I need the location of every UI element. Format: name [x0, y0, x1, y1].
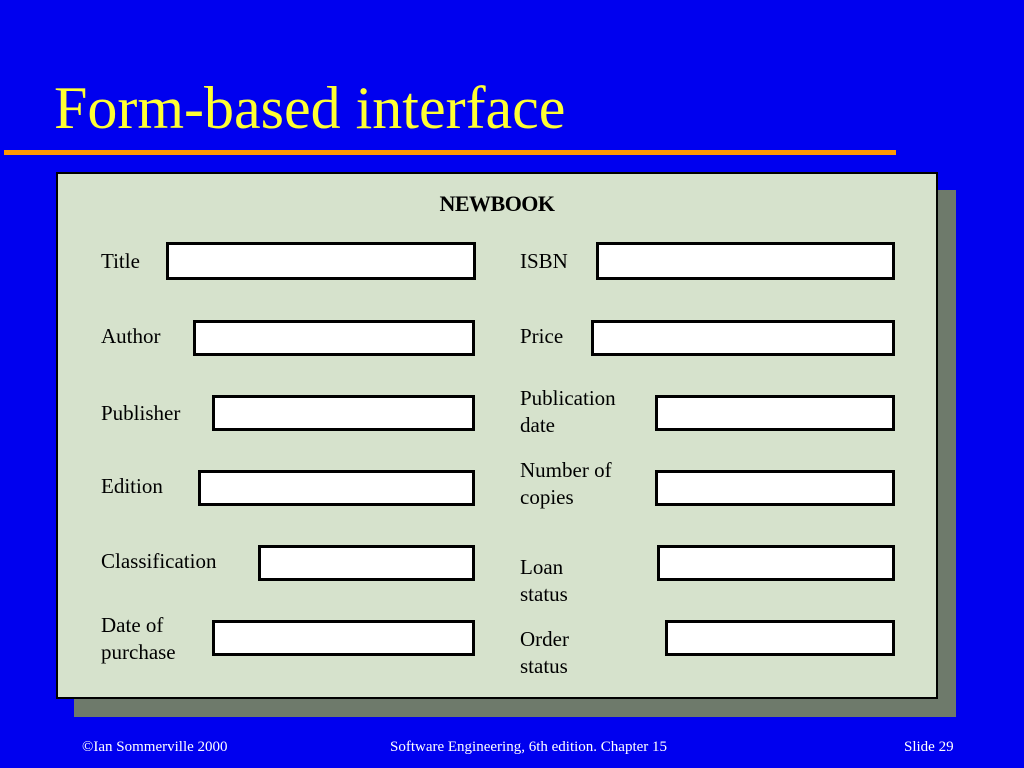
- date-of-purchase-label: Date of purchase: [101, 612, 176, 666]
- isbn-input[interactable]: [596, 242, 895, 280]
- number-of-copies-label-line1: Number of: [520, 458, 612, 482]
- title-input[interactable]: [166, 242, 476, 280]
- slide-title: Form-based interface: [54, 75, 566, 141]
- newbook-form-panel: NEWBOOK Title Author Publisher Edition C…: [56, 172, 938, 699]
- date-of-purchase-label-line2: purchase: [101, 640, 176, 664]
- number-of-copies-label-line2: copies: [520, 485, 574, 509]
- date-of-purchase-input[interactable]: [212, 620, 475, 656]
- order-status-label-line1: Order: [520, 627, 569, 651]
- price-input[interactable]: [591, 320, 895, 356]
- edition-input[interactable]: [198, 470, 475, 506]
- loan-status-label: Loan status: [520, 554, 568, 608]
- title-label: Title: [101, 249, 140, 273]
- isbn-label: ISBN: [520, 249, 568, 273]
- footer-slide-number: Slide 29: [904, 739, 954, 755]
- order-status-label-line2: status: [520, 654, 568, 678]
- order-status-input[interactable]: [665, 620, 895, 656]
- publication-date-label: Publication date: [520, 385, 616, 439]
- number-of-copies-label: Number of copies: [520, 457, 612, 511]
- publisher-input[interactable]: [212, 395, 475, 431]
- form-heading: NEWBOOK: [439, 191, 555, 216]
- loan-status-input[interactable]: [657, 545, 895, 581]
- order-status-label: Order status: [520, 626, 569, 680]
- classification-input[interactable]: [258, 545, 475, 581]
- price-label: Price: [520, 324, 564, 348]
- publisher-label: Publisher: [101, 401, 181, 425]
- date-of-purchase-label-line1: Date of: [101, 613, 164, 637]
- footer-copyright: ©Ian Sommerville 2000: [82, 739, 228, 755]
- loan-status-label-line1: Loan: [520, 555, 564, 579]
- edition-label: Edition: [101, 474, 163, 498]
- author-label: Author: [101, 324, 161, 348]
- classification-label: Classification: [101, 549, 217, 573]
- number-of-copies-input[interactable]: [655, 470, 895, 506]
- footer-book-title: Software Engineering, 6th edition. Chapt…: [390, 739, 668, 755]
- publication-date-label-line2: date: [520, 413, 555, 437]
- publication-date-input[interactable]: [655, 395, 895, 431]
- loan-status-label-line2: status: [520, 582, 568, 606]
- title-underline: [4, 150, 896, 155]
- publication-date-label-line1: Publication: [520, 386, 616, 410]
- author-input[interactable]: [193, 320, 475, 356]
